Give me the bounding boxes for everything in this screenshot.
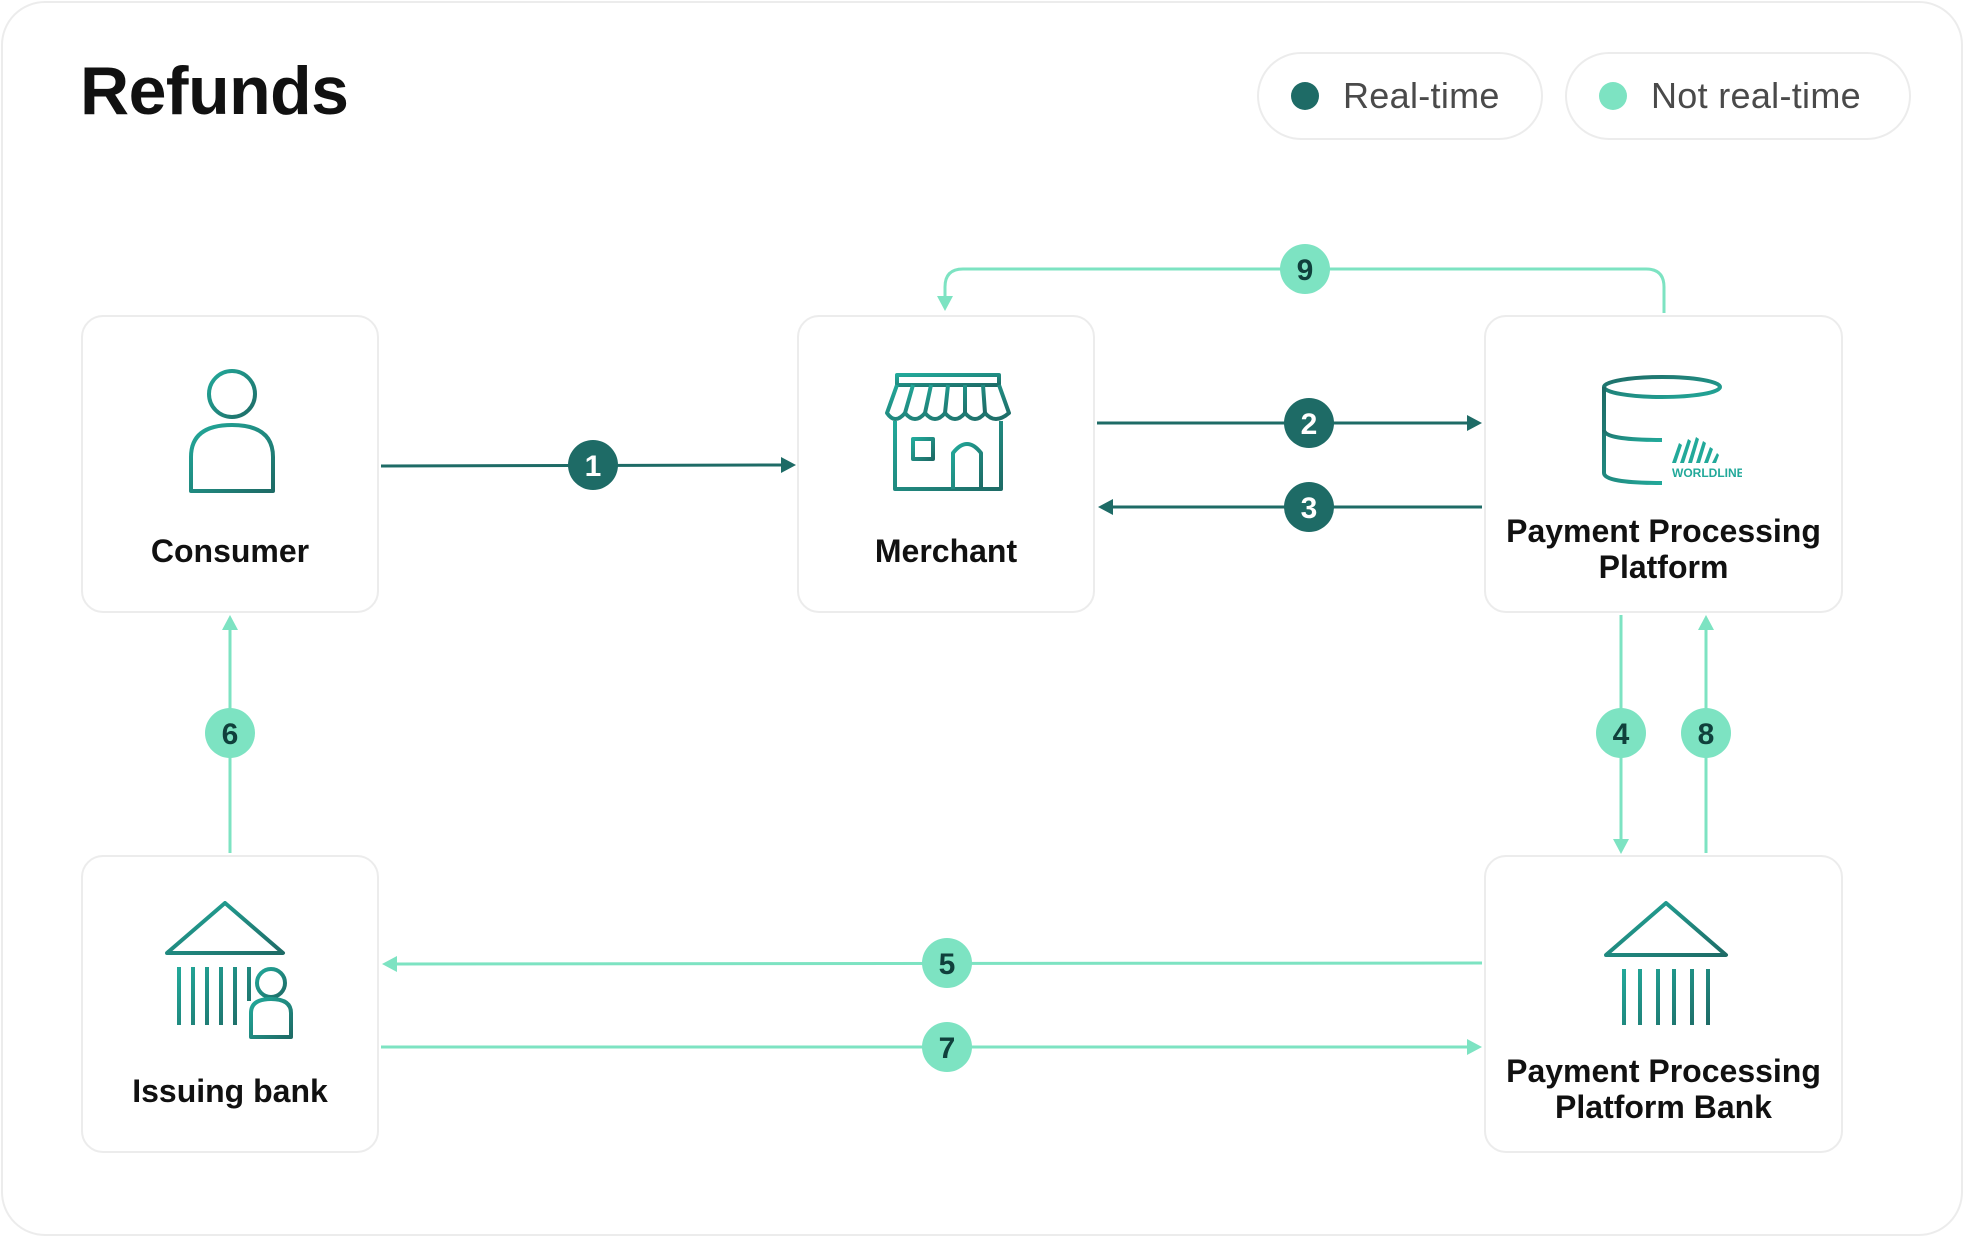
step-number-1: 1 bbox=[585, 450, 602, 483]
node-payment-processing-platform: WORLDLINE Payment Processing Platform bbox=[1484, 315, 1843, 613]
node-label-ppp-line1: Payment Processing bbox=[1506, 513, 1821, 549]
step-badge-4: 4 bbox=[1596, 708, 1646, 758]
step-badge-2: 2 bbox=[1284, 398, 1334, 448]
database-worldline-icon: WORLDLINE bbox=[1602, 375, 1742, 485]
person-icon bbox=[189, 369, 275, 493]
step-number-3: 3 bbox=[1301, 492, 1318, 525]
step-badge-7: 7 bbox=[922, 1022, 972, 1072]
legend-label-not-realtime: Not real-time bbox=[1651, 75, 1861, 116]
bank-icon bbox=[1604, 901, 1728, 1033]
step-badge-9: 9 bbox=[1280, 244, 1330, 294]
legend-realtime: Real-time bbox=[1257, 52, 1543, 140]
step-number-4: 4 bbox=[1613, 718, 1630, 751]
page-title: Refunds bbox=[80, 53, 349, 129]
step-number-2: 2 bbox=[1301, 408, 1318, 441]
step-badge-3: 3 bbox=[1284, 482, 1334, 532]
node-payment-processing-platform-bank: Payment Processing Platform Bank bbox=[1484, 855, 1843, 1153]
bank-person-icon bbox=[165, 901, 293, 1039]
node-label-pppbank-line1: Payment Processing bbox=[1506, 1053, 1821, 1089]
step-badge-6: 6 bbox=[205, 708, 255, 758]
worldline-logo-text: WORLDLINE bbox=[1672, 466, 1742, 480]
legend-dot-realtime bbox=[1291, 82, 1319, 110]
step-number-7: 7 bbox=[939, 1032, 956, 1065]
node-issuing-bank: Issuing bank bbox=[81, 855, 379, 1153]
step-number-5: 5 bbox=[939, 948, 956, 981]
legend-label-realtime: Real-time bbox=[1343, 75, 1500, 116]
step-number-8: 8 bbox=[1698, 718, 1715, 751]
node-label-consumer: Consumer bbox=[150, 533, 310, 569]
step-badge-8: 8 bbox=[1681, 708, 1731, 758]
node-label-pppbank-line2: Platform Bank bbox=[1555, 1089, 1772, 1125]
step-number-9: 9 bbox=[1297, 254, 1314, 287]
node-label-ppp-line2: Platform bbox=[1598, 549, 1729, 585]
legend-not-realtime: Not real-time bbox=[1565, 52, 1911, 140]
step-badge-5: 5 bbox=[922, 938, 972, 988]
step-2-arrow bbox=[1097, 415, 1482, 431]
storefront-icon bbox=[885, 373, 1011, 491]
node-merchant: Merchant bbox=[797, 315, 1095, 613]
node-consumer: Consumer bbox=[81, 315, 379, 613]
step-badge-1: 1 bbox=[568, 440, 618, 490]
legend-dot-not-realtime bbox=[1599, 82, 1627, 110]
node-label-issuing-bank: Issuing bank bbox=[132, 1073, 328, 1109]
step-number-6: 6 bbox=[222, 718, 239, 751]
node-label-merchant: Merchant bbox=[874, 533, 1018, 569]
